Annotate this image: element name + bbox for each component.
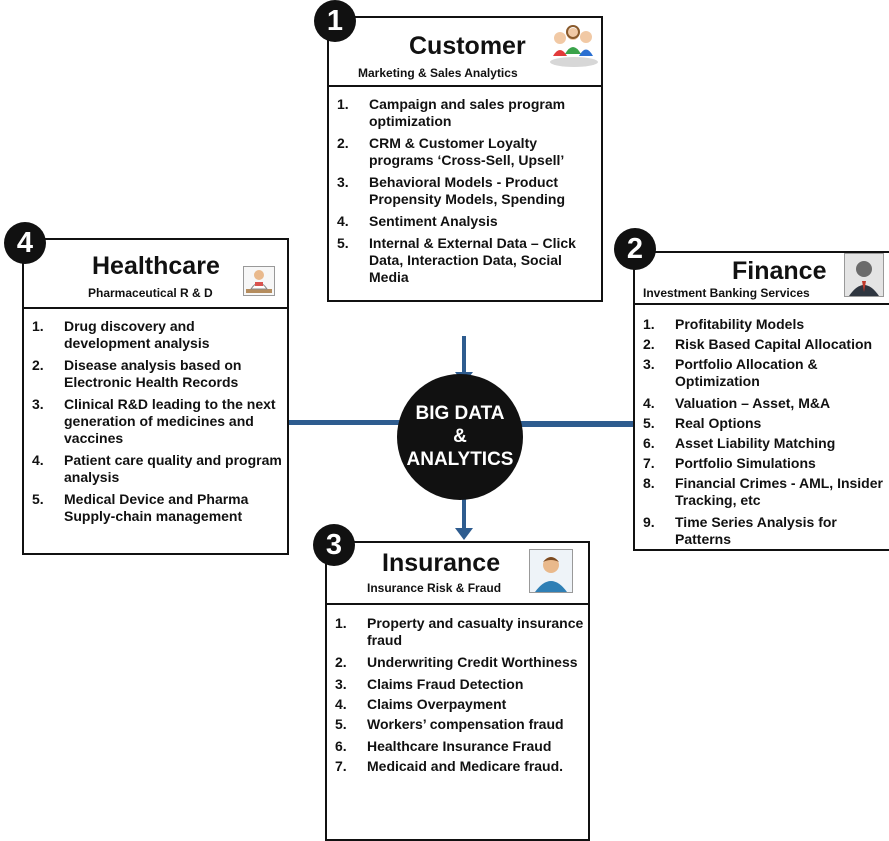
list-item: 5.Real Options <box>643 415 762 431</box>
healthcare-number-badge: 4 <box>4 222 46 264</box>
connector-to-insurance <box>462 498 466 530</box>
insurance-list: 1.Property and casualty insurance fraud … <box>335 615 584 780</box>
list-item: 1.Property and casualty insurance fraud <box>335 615 584 648</box>
list-item: 6.Healthcare Insurance Fraud <box>335 738 552 754</box>
healthcare-box: Healthcare Pharmaceutical R & D 1.Drug d… <box>22 238 289 555</box>
list-item: 5.Workers’ compensation fraud <box>335 716 564 732</box>
list-item: 5.Medical Device and Pharma Supply-chain… <box>32 491 249 524</box>
insurance-subtitle: Insurance Risk & Fraud <box>367 581 502 595</box>
list-item: 1.Campaign and sales program optimizatio… <box>337 96 566 129</box>
big-data-analytics-hub: BIG DATA & ANALYTICS <box>397 374 523 500</box>
list-item: 4.Sentiment Analysis <box>337 213 498 229</box>
customer-title: Customer <box>409 32 526 60</box>
list-item: 1.Profitability Models <box>643 316 805 332</box>
healthcare-header: Healthcare Pharmaceutical R & D <box>24 240 287 309</box>
healthcare-title: Healthcare <box>92 252 220 280</box>
customer-subtitle: Marketing & Sales Analytics <box>358 66 518 80</box>
list-item: 3.Behavioral Models - Product Propensity… <box>337 174 566 207</box>
hub-line-3: ANALYTICS <box>406 449 514 470</box>
list-item: 4.Valuation – Asset, M&A <box>643 395 831 411</box>
list-item: 6.Asset Liability Matching <box>643 435 836 451</box>
finance-list: 1.Profitability Models 2.Risk Based Capi… <box>643 316 889 553</box>
list-item: 2.Underwriting Credit Worthiness <box>335 654 578 670</box>
list-item: 3.Clinical R&D leading to the next gener… <box>32 396 276 446</box>
list-item: 2.Disease analysis based on Electronic H… <box>32 357 242 390</box>
finance-box: Finance Investment Banking Services 1.Pr… <box>633 251 889 551</box>
connector-to-finance <box>520 421 634 427</box>
list-item: 9.Time Series Analysis for Patterns <box>643 514 837 547</box>
list-item: 3.Claims Fraud Detection <box>335 676 524 692</box>
customer-number-badge: 1 <box>314 0 356 42</box>
doctor-icon <box>243 266 275 296</box>
healthcare-subtitle: Pharmaceutical R & D <box>88 286 213 300</box>
list-item: 2.CRM & Customer Loyalty programs ‘Cross… <box>337 135 565 168</box>
arrow-head-down-insurance-icon <box>455 528 473 540</box>
hub-line-1: BIG DATA <box>415 403 505 424</box>
person-icon <box>529 549 573 593</box>
list-item: 7.Portfolio Simulations <box>643 455 816 471</box>
list-item: 4.Patient care quality and program analy… <box>32 452 282 485</box>
businessman-icon <box>844 253 884 297</box>
connector-to-customer <box>462 336 466 376</box>
list-item: 8.Financial Crimes - AML, Insider Tracki… <box>643 475 883 508</box>
list-item: 5.Internal & External Data – Click Data,… <box>337 235 576 285</box>
finance-header: Finance Investment Banking Services <box>635 253 889 305</box>
finance-number-badge: 2 <box>614 228 656 270</box>
list-item: 3.Portfolio Allocation & Optimization <box>643 356 818 389</box>
healthcare-list: 1.Drug discovery and development analysi… <box>32 318 283 530</box>
list-item: 1.Drug discovery and development analysi… <box>32 318 210 351</box>
customer-list: 1.Campaign and sales program optimizatio… <box>337 96 597 291</box>
finance-subtitle: Investment Banking Services <box>643 286 810 300</box>
connector-to-healthcare <box>288 420 400 425</box>
insurance-title: Insurance <box>382 549 501 577</box>
list-item: 4.Claims Overpayment <box>335 696 507 712</box>
hub-line-2: & <box>453 426 467 447</box>
finance-title: Finance <box>732 257 827 285</box>
list-item: 2.Risk Based Capital Allocation <box>643 336 873 352</box>
insurance-header: Insurance Insurance Risk & Fraud <box>327 543 588 605</box>
customer-header: Customer Marketing & Sales Analytics <box>329 18 601 87</box>
list-item: 7.Medicaid and Medicare fraud. <box>335 758 564 774</box>
group-of-people-icon <box>548 22 600 68</box>
insurance-number-badge: 3 <box>313 524 355 566</box>
